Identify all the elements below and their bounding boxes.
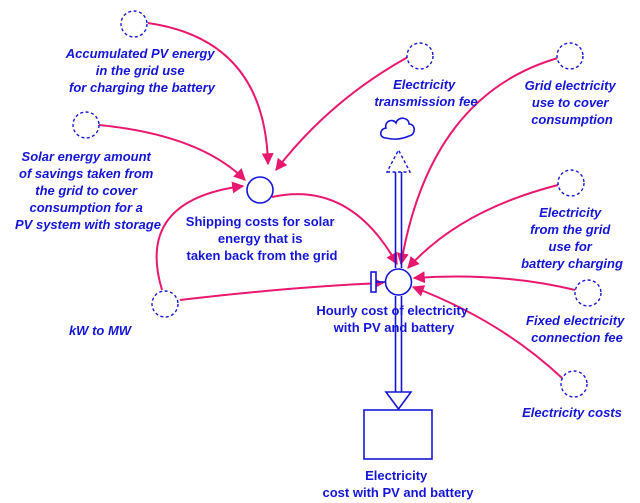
hourly-label: Hourly cost of electricity with PV and b… bbox=[316, 303, 471, 335]
link-kw-mw-to-shipping bbox=[155, 181, 245, 291]
stock-label: Electricity cost with PV and battery bbox=[323, 468, 475, 500]
link-acc-pv-to-shipping bbox=[147, 22, 274, 166]
stock-box bbox=[363, 409, 433, 460]
link-elec-costs-to-hourly bbox=[411, 285, 563, 379]
elec-costs-node bbox=[560, 370, 588, 398]
valve-icon bbox=[370, 268, 413, 296]
link-shipping-to-hourly bbox=[271, 193, 398, 266]
kw-mw-label: kW to MW bbox=[69, 323, 133, 338]
acc-pv-label: Accumulated PV energy in the grid use fo… bbox=[65, 46, 218, 95]
elec-battery-label: Electricity from the grid use for batter… bbox=[521, 205, 623, 271]
fixed-fee-label: Fixed electricity connection fee bbox=[526, 313, 628, 345]
solar-savings-label: Solar energy amount of savings taken fro… bbox=[15, 149, 161, 232]
elec-battery-node bbox=[557, 169, 585, 197]
link-kw-mw-to-hourly bbox=[179, 277, 385, 301]
grid-use-label: Grid electricity use to cover consumptio… bbox=[525, 78, 620, 127]
kw-mw-node bbox=[151, 290, 179, 318]
link-elec-battery-to-hourly bbox=[407, 184, 559, 269]
trans-fee-label: Electricity transmission fee bbox=[374, 77, 477, 109]
link-solar-savings-to-shipping bbox=[98, 124, 246, 181]
elec-costs-label: Electricity costs bbox=[522, 405, 622, 420]
trans-fee-node bbox=[406, 42, 434, 70]
link-trans-fee-to-shipping bbox=[275, 56, 409, 171]
shipping-node bbox=[246, 176, 274, 204]
shipping-label: Shipping costs for solar energy that is … bbox=[186, 214, 338, 263]
inflow-arrowhead bbox=[385, 148, 412, 173]
acc-pv-node bbox=[120, 10, 148, 38]
outflow-arrowhead bbox=[384, 391, 413, 411]
fixed-fee-node bbox=[574, 279, 602, 307]
grid-use-node bbox=[556, 42, 584, 70]
link-fixed-fee-to-hourly bbox=[412, 271, 576, 291]
solar-savings-node bbox=[72, 111, 100, 139]
cloud-icon bbox=[379, 117, 416, 140]
link-grid-use-to-hourly bbox=[396, 57, 559, 266]
